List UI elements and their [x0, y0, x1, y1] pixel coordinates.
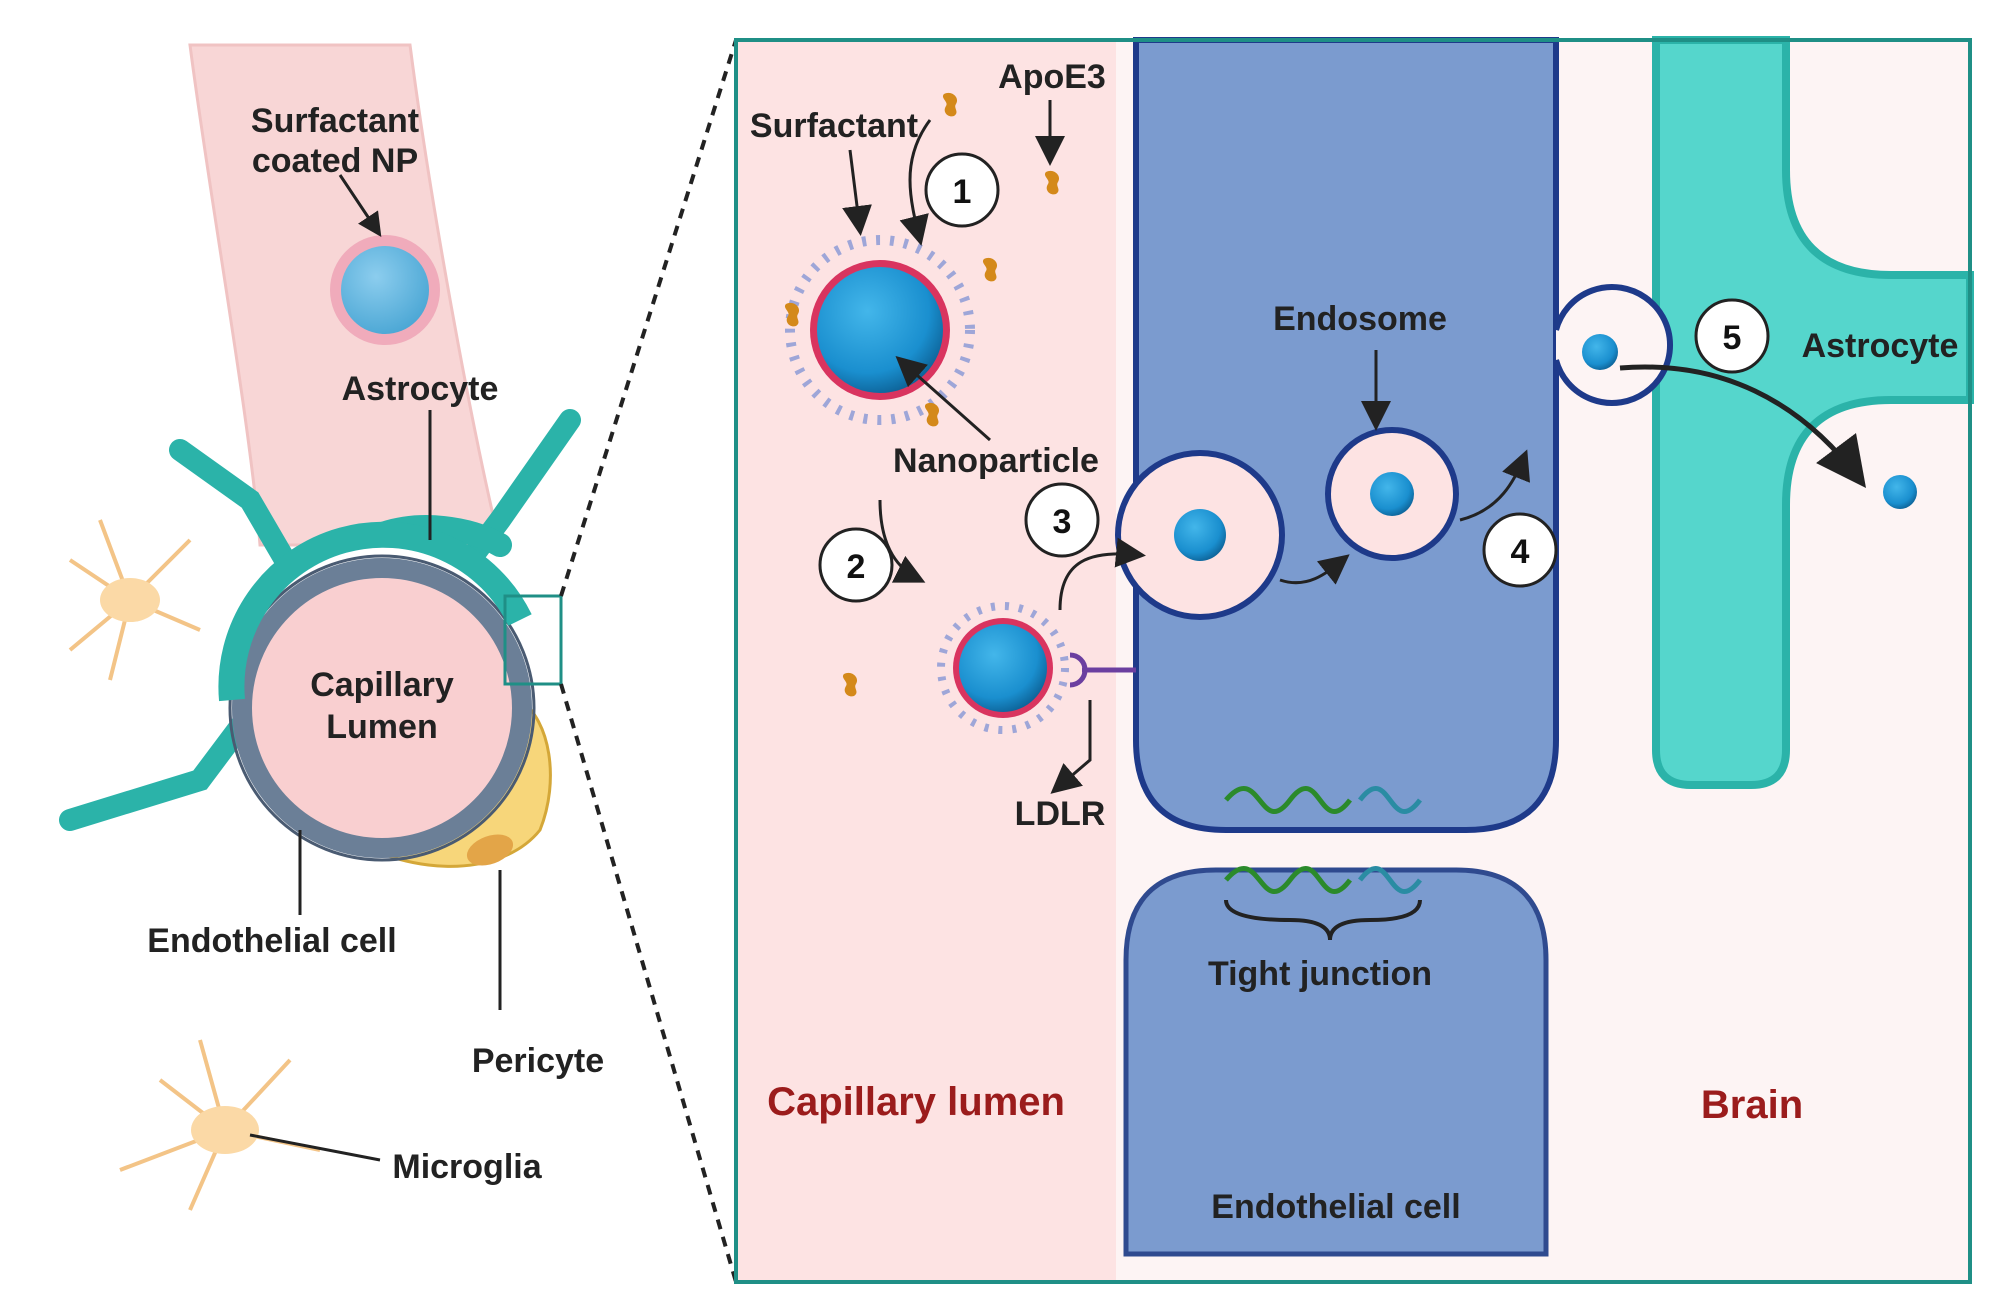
vesicle-endosome	[1325, 427, 1459, 561]
step-badge-3	[1024, 482, 1100, 558]
left-leader-lines	[249, 174, 502, 1162]
endothelial-cell-upper	[1133, 37, 1559, 833]
left-overview-panel: Surfactant coated NP Astrocyte Capillary…	[59, 43, 604, 1211]
label-nanoparticle: Nanoparticle	[893, 442, 1099, 480]
label-surfactant: Surfactant	[750, 107, 918, 145]
endothelial-cell-lower	[1123, 867, 1549, 1257]
label-endosome: Endosome	[1273, 300, 1447, 338]
label-apoe3: ApoE3	[998, 58, 1106, 96]
ldlr-receptor	[1069, 652, 1136, 688]
label-astrocyte-right: Astrocyte	[1802, 327, 1959, 365]
step-badge-4	[1482, 512, 1558, 588]
surfactant-coated-np-icon	[330, 235, 440, 345]
label-region-capillary-lumen: Capillary lumen	[767, 1080, 1065, 1124]
nanoparticle-ldlr-icon	[937, 602, 1069, 734]
astrocyte-cell-right	[1652, 36, 1974, 789]
label-surfactant-coated-np-2: coated NP	[252, 142, 418, 180]
label-capillary-lumen-1: Capillary	[310, 666, 454, 704]
step-badge-2	[818, 527, 894, 603]
label-ldlr: LDLR	[1015, 795, 1106, 833]
astrocyte-ring	[218, 521, 532, 702]
label-capillary-lumen-2: Lumen	[326, 708, 437, 746]
brain-np-icon	[1883, 475, 1917, 509]
tight-junction-proteins	[1224, 786, 1422, 894]
right-detail-panel: 1 2 3 4 5 ApoE3 Surfactant Nanoparticle …	[734, 36, 1974, 1284]
step-number-2: 2	[847, 548, 866, 586]
process-arrows	[842, 100, 1531, 794]
label-endothelial-cell-right: Endothelial cell	[1211, 1188, 1460, 1226]
released-np-icon	[1582, 334, 1618, 370]
endothelial-ring-outline	[228, 554, 536, 862]
microglia-body-top	[100, 578, 160, 622]
step-number-1: 1	[953, 173, 972, 211]
label-pericyte: Pericyte	[472, 1042, 604, 1080]
step-number-3: 3	[1053, 503, 1072, 541]
step-number-5: 5	[1723, 319, 1742, 357]
label-microglia: Microglia	[392, 1148, 542, 1186]
microglia-cell-top	[68, 519, 201, 681]
arrow-to-brain	[1619, 364, 1867, 488]
microglia-body-bottom	[191, 1106, 259, 1154]
label-astrocyte-left: Astrocyte	[342, 370, 499, 408]
detail-frame	[734, 38, 1972, 1284]
label-surfactant-coated-np-1: Surfactant	[251, 102, 419, 140]
inset-box	[503, 594, 563, 686]
label-tight-junction: Tight junction	[1208, 955, 1432, 993]
step-badge-1	[924, 152, 1000, 228]
capillary-lumen	[255, 581, 509, 835]
step-number-4: 4	[1511, 533, 1530, 571]
step-badge-5	[1694, 298, 1770, 374]
vesicle-internalized	[1115, 450, 1285, 620]
tight-junction-brace	[1224, 899, 1422, 941]
pericyte-nucleus	[466, 834, 514, 866]
region-capillary-lumen	[736, 40, 1116, 1282]
label-endothelial-cell-left: Endothelial cell	[147, 922, 396, 960]
zoom-lines	[559, 39, 738, 1283]
label-region-brain: Brain	[1701, 1083, 1803, 1127]
